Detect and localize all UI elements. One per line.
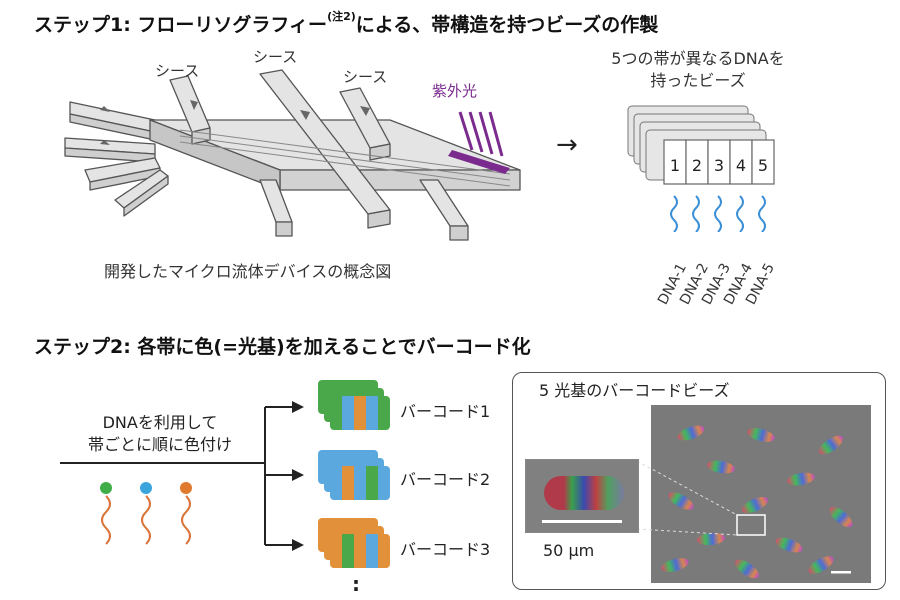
inlet-channel-4-side <box>123 175 169 217</box>
main-channel-front <box>279 169 521 191</box>
barcode-label-3: バーコード3 <box>400 540 491 559</box>
band-number-1: 1 <box>669 156 681 175</box>
zoomed-bead <box>544 476 624 510</box>
step2-left-text-line1: DNAを利用して <box>102 413 218 432</box>
green-dye <box>100 482 112 494</box>
barcode-label-2: バーコード2 <box>400 470 491 489</box>
band-number-5: 5 <box>757 156 769 175</box>
dna-strands <box>660 192 790 233</box>
inset-scale-bar <box>542 520 622 523</box>
dna-strand-2 <box>692 195 700 233</box>
step1-title-text: ステップ1: フローリソグラフィー <box>34 14 328 36</box>
barcode-label-1: バーコード1 <box>400 402 491 421</box>
zoom-box <box>736 514 766 536</box>
micrograph <box>651 405 871 583</box>
dna-strand-green <box>101 495 111 545</box>
dna-strand-3 <box>714 195 722 233</box>
beads-title-line2: 持ったビーズ <box>650 71 746 90</box>
blue-dye <box>140 482 152 494</box>
dna-strand-blue <box>141 495 151 545</box>
step1-note: (注2) <box>327 10 356 23</box>
branch-arrows <box>60 395 310 565</box>
step2-title: ステップ2: 各帯に色(=光基)を加えることでバーコード化 <box>34 336 531 358</box>
micro-title: 5 光基のバーコードビーズ <box>539 381 730 400</box>
device-drawing <box>64 69 521 241</box>
dna-strand-orange <box>181 495 191 545</box>
band-number-4: 4 <box>735 156 747 175</box>
scale-label: 50 μm <box>543 541 595 560</box>
step1-arrow: → <box>556 130 578 160</box>
zoom-inset <box>525 459 639 533</box>
sheath-label-2: シース <box>253 48 298 66</box>
uv-label: 紫外光 <box>432 82 478 100</box>
band-5 <box>751 139 775 185</box>
step2-left-text-line2: 帯ごとに順に色付け <box>87 435 232 454</box>
barcode-stack-3 <box>318 518 398 578</box>
sheath-label-3: シース <box>343 68 388 86</box>
step2-left-text: DNAを利用して 帯ごとに順に色付け <box>60 412 260 456</box>
step1-title-suffix: による、帯構造を持つビーズの作製 <box>355 14 659 36</box>
barcode-stack-2 <box>318 450 398 510</box>
sheath-label-1: シース <box>155 62 200 80</box>
microscope-panel: 5 光基のバーコードビーズ <box>512 372 886 590</box>
beads-title: 5つの帯が異なるDNAを 持ったビーズ <box>588 48 808 92</box>
dna-strand-5 <box>758 195 766 233</box>
ellipsis: : <box>352 572 360 596</box>
uv-arrows <box>448 111 510 174</box>
step1-title: ステップ1: フローリソグラフィー(注2)による、帯構造を持つビーズの作製 <box>34 10 658 37</box>
micrograph-scale-bar <box>831 571 851 574</box>
dna-strand-4 <box>736 195 744 233</box>
orange-dye <box>180 482 192 494</box>
device-caption: 開発したマイクロ流体デバイスの概念図 <box>104 262 392 281</box>
dna-strand-1 <box>670 195 678 233</box>
band-number-3: 3 <box>713 156 725 175</box>
barcode-stack-1 <box>318 380 398 440</box>
beads-title-line1: 5つの帯が異なるDNAを <box>611 49 785 68</box>
band-number-2: 2 <box>691 156 703 175</box>
bead-stack-drawing <box>627 105 775 185</box>
dye-dna-group <box>88 478 208 558</box>
banded-bead <box>618 100 798 210</box>
microfluidic-device <box>60 40 540 250</box>
